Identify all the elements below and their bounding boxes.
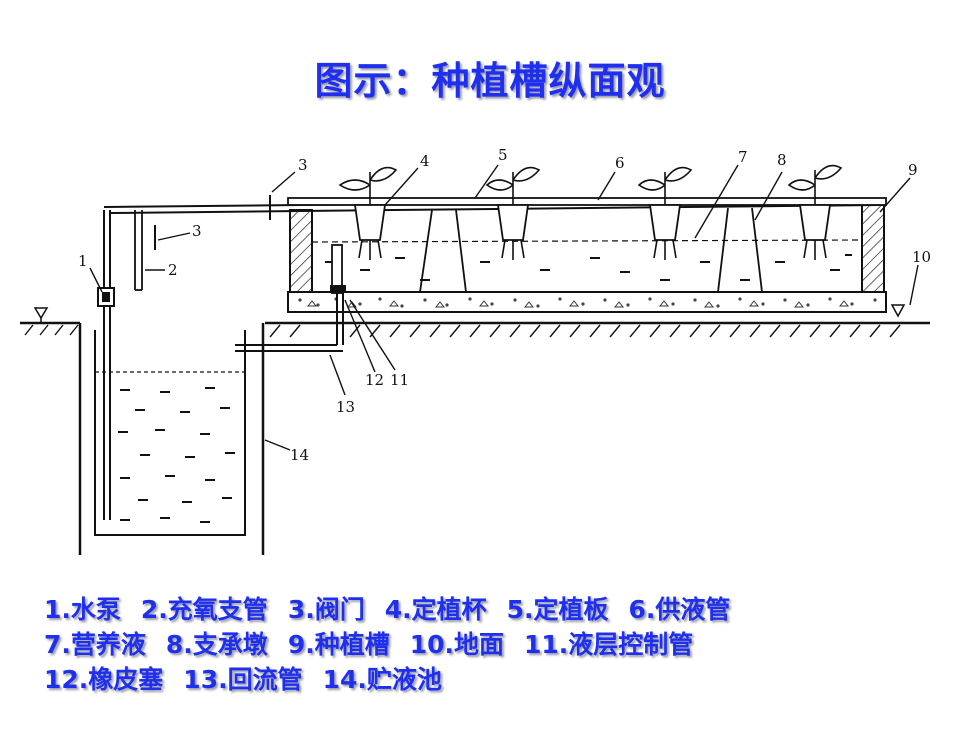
label-num-14: 14 <box>290 446 309 464</box>
legend-item: 4.定植杯 <box>384 595 487 624</box>
label-num-8: 8 <box>777 151 787 169</box>
planting-trough <box>235 197 887 352</box>
plant-icons <box>338 164 843 260</box>
label-num-5: 5 <box>498 146 508 164</box>
legend-item: 13.回流管 <box>183 665 303 694</box>
label-num-12: 12 <box>365 371 384 389</box>
label-num-11: 11 <box>390 371 409 389</box>
legend-item: 3.阀门 <box>287 595 365 624</box>
label-num-9: 9 <box>908 161 918 179</box>
legend-item: 5.定植板 <box>506 595 609 624</box>
legend-item: 8.支承墩 <box>165 630 268 659</box>
page-title: 图示：种植槽纵面观 <box>314 59 666 103</box>
legend-item: 7.营养液 <box>44 630 146 659</box>
label-num-1: 1 <box>78 252 88 270</box>
label-num-13: 13 <box>336 398 355 416</box>
label-num-6: 6 <box>615 154 625 172</box>
storage-tank <box>78 323 265 555</box>
legend-row-3: 12.橡皮塞 13.回流管 14.贮液池 <box>44 662 964 697</box>
legend-item: 12.橡皮塞 <box>44 665 164 694</box>
leader-lines <box>89 164 919 451</box>
ground-surface <box>20 304 930 338</box>
legend-row-2: 7.营养液 8.支承墩 9.种植槽 10.地面 11.液层控制管 <box>44 627 964 662</box>
hydroponic-trough-diagram: 1 2 3 3 4 5 6 7 8 9 10 11 12 13 14 <box>20 146 931 555</box>
label-num-2: 2 <box>168 261 178 279</box>
legend-item: 2.充氧支管 <box>140 595 268 624</box>
legend-row-1: 1.水泵 2.充氧支管 3.阀门 4.定植杯 5.定植板 6.供液管 <box>44 592 964 627</box>
label-num-4: 4 <box>420 152 430 170</box>
legend-item: 1.水泵 <box>44 595 121 624</box>
planting-cups <box>353 204 832 241</box>
label-num-7: 7 <box>738 148 748 166</box>
legend-item: 6.供液管 <box>628 595 731 624</box>
legend-item: 10.地面 <box>409 630 505 659</box>
legend-item: 11.液层控制管 <box>524 630 694 659</box>
label-num-10: 10 <box>912 248 931 266</box>
legend-item: 9.种植槽 <box>287 630 390 659</box>
legend-item: 14.贮液池 <box>322 665 442 694</box>
label-num-3a: 3 <box>192 222 202 240</box>
label-num-3b: 3 <box>298 156 308 174</box>
legend: 1.水泵 2.充氧支管 3.阀门 4.定植杯 5.定植板 6.供液管 7.营养液 8.支承墩… <box>44 592 964 697</box>
pump-and-pipes <box>97 195 881 520</box>
